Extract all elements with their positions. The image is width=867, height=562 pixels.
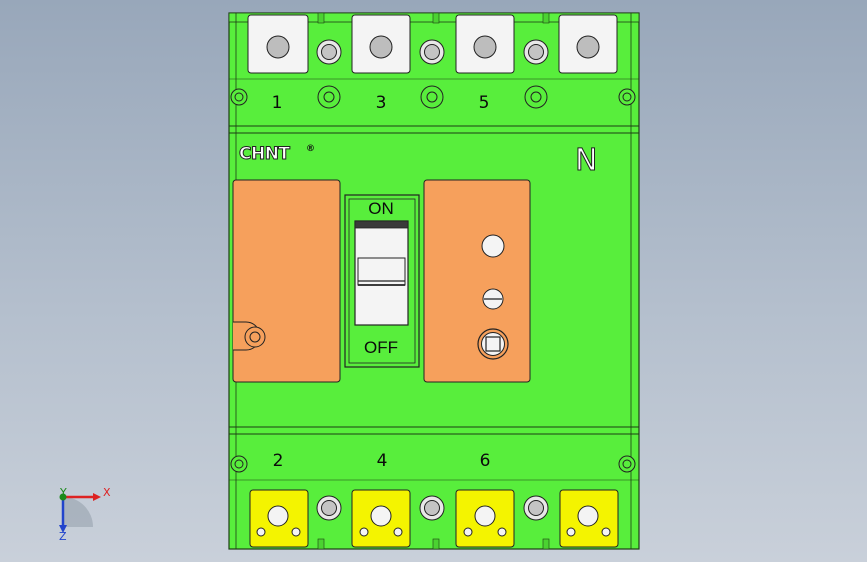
bottom-terminal-4[interactable] [351,489,411,548]
top-terminal-1[interactable] [247,14,309,74]
top-mount-hole-right [618,88,636,106]
test-button[interactable] [477,328,509,360]
top-screw-2 [419,39,445,65]
top-screw-3 [523,39,549,65]
toggle-handle[interactable] [354,220,409,326]
top-mount-hole-2 [317,85,341,109]
top-terminal-n[interactable] [558,14,618,74]
indicator-light [481,234,505,258]
bottom-terminal-2[interactable] [249,489,309,548]
bottom-screw-3 [523,495,549,521]
switch-off-label: OFF [364,338,398,357]
switch-on-label: ON [368,199,394,218]
right-accessory-panel[interactable] [423,179,531,383]
terminal-label-2: 2 [272,451,284,471]
bottom-terminal-n[interactable] [559,489,619,548]
top-mount-hole-left [230,88,248,106]
top-terminal-5[interactable] [455,14,515,74]
top-mount-hole-4 [524,85,548,109]
axis-y-label: Y [60,486,67,499]
bottom-screw-1 [316,495,342,521]
top-terminal-3[interactable] [351,14,411,74]
axis-z-label: Z [59,530,67,543]
axis-triad[interactable] [59,493,101,533]
axis-x-label: X [103,486,111,499]
terminal-label-5: 5 [478,93,490,113]
bottom-screw-2 [419,495,445,521]
terminal-label-3: 3 [375,93,387,113]
registered-mark: ® [306,144,315,154]
top-mount-hole-3 [420,85,444,109]
top-screw-1 [316,39,342,65]
neutral-pole-label: N [574,143,598,178]
bottom-terminal-6[interactable] [455,489,515,548]
bottom-mount-hole-right [618,455,636,473]
brand-logo: CHNT [239,144,291,165]
bottom-mount-hole-left [230,455,248,473]
terminal-label-6: 6 [479,451,491,471]
adjust-screw[interactable] [482,288,504,310]
terminal-label-4: 4 [376,451,388,471]
left-cover-panel[interactable] [232,179,341,383]
terminal-label-1: 1 [271,93,283,113]
